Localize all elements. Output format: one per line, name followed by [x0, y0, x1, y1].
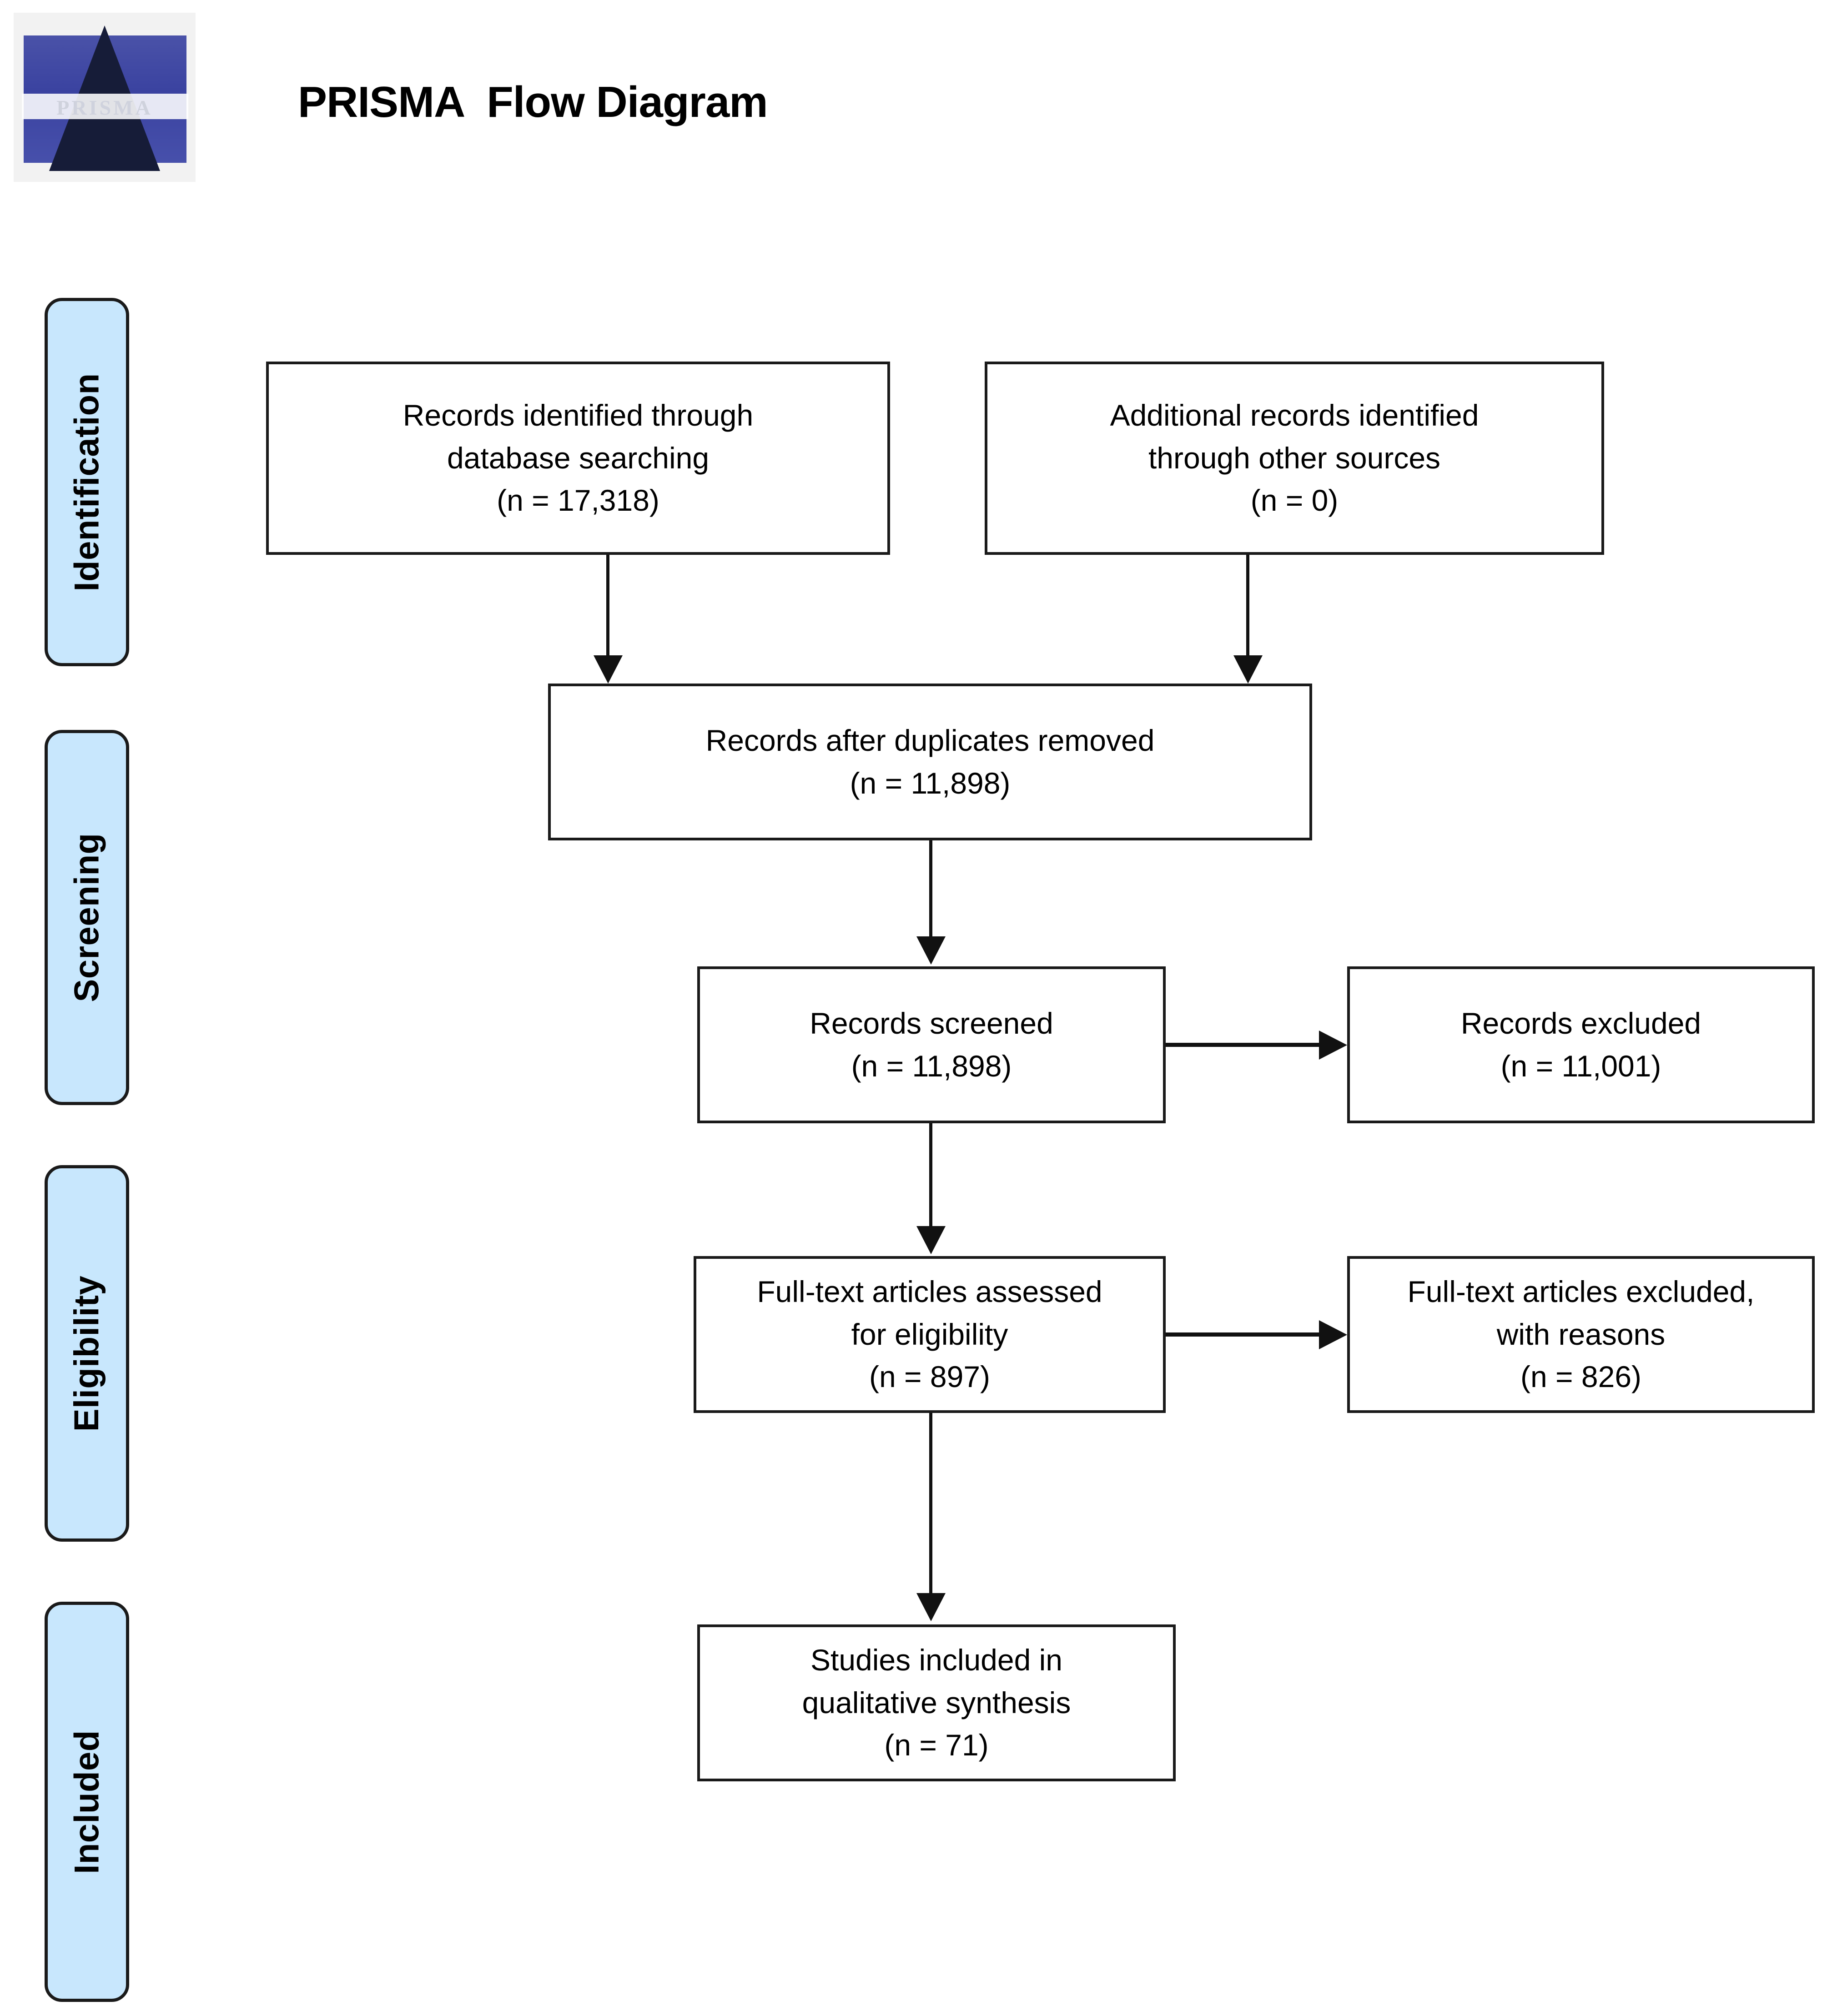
arrow-down-icon [1233, 655, 1263, 684]
logo-wordmark: PRISMA [56, 96, 153, 119]
box-text-line1: Records screened [810, 1006, 1053, 1040]
box-count: (n = 0) [1250, 483, 1339, 518]
flow-box-records-after-duplicates-removed: Records after duplicates removed (n = 11… [548, 684, 1312, 840]
connector-dedup-to-screened [929, 840, 932, 938]
flow-box-additional-records-other-sources: Additional records identified through ot… [985, 362, 1604, 555]
box-text-line2: for eligibility [851, 1317, 1008, 1351]
box-text-line1: Full-text articles excluded, [1407, 1274, 1755, 1308]
box-text-line1: Records after duplicates removed [705, 723, 1155, 757]
flow-box-fulltext-excluded-with-reasons: Full-text articles excluded, with reason… [1347, 1256, 1815, 1413]
connector-db-search-to-dedup [606, 555, 609, 657]
flow-box-fulltext-assessed-eligibility: Full-text articles assessed for eligibil… [694, 1256, 1166, 1413]
box-text-line1: Additional records identified [1110, 398, 1479, 432]
box-text-line1: Records identified through [403, 398, 754, 432]
arrow-down-icon [916, 936, 946, 965]
box-count: (n = 826) [1520, 1360, 1641, 1394]
box-text-line2: with reasons [1496, 1317, 1666, 1351]
flow-box-records-identified-database: Records identified through database sear… [266, 362, 890, 555]
page-title: PRISMA Flow Diagram [298, 78, 768, 126]
box-text-line1: Full-text articles assessed [757, 1274, 1102, 1308]
phase-label-eligibility: Eligibility [67, 1275, 106, 1432]
arrow-down-icon [916, 1593, 946, 1621]
connector-screened-to-fulltext [929, 1123, 932, 1228]
box-count: (n = 17,318) [497, 483, 659, 518]
phase-label-identification: Identification [67, 373, 106, 591]
box-text-line2: through other sources [1148, 441, 1441, 475]
arrow-right-icon [1319, 1031, 1347, 1060]
connector-screened-to-records-excluded [1166, 1043, 1320, 1047]
prisma-logo-icon: PRISMA [14, 13, 196, 182]
box-text-line1: Studies included in [810, 1643, 1063, 1677]
flow-box-studies-included-qualitative-synthesis: Studies included in qualitative synthesi… [697, 1624, 1176, 1781]
box-count: (n = 11,898) [851, 1049, 1012, 1083]
box-text-line2: database searching [447, 441, 710, 475]
phase-label-included: Included [67, 1729, 106, 1874]
phase-chip-identification: Identification [45, 298, 129, 666]
arrow-down-icon [916, 1226, 946, 1254]
arrow-right-icon [1319, 1320, 1347, 1349]
connector-fulltext-to-fulltext-excluded [1166, 1332, 1320, 1337]
arrow-down-icon [594, 655, 623, 684]
box-text-line1: Records excluded [1460, 1006, 1701, 1040]
box-count: (n = 897) [869, 1360, 990, 1394]
connector-fulltext-to-included [929, 1413, 932, 1595]
phase-chip-included: Included [45, 1602, 129, 2002]
box-text-line2: qualitative synthesis [802, 1685, 1071, 1719]
phase-chip-eligibility: Eligibility [45, 1165, 129, 1542]
connector-other-sources-to-dedup [1246, 555, 1249, 657]
phase-label-screening: Screening [67, 833, 106, 1002]
phase-chip-screening: Screening [45, 730, 129, 1105]
box-count: (n = 11,898) [850, 766, 1011, 800]
logo-white-band [22, 94, 188, 119]
box-count: (n = 11,001) [1500, 1049, 1661, 1083]
flow-box-records-screened: Records screened (n = 11,898) [697, 966, 1166, 1123]
box-count: (n = 71) [884, 1728, 989, 1762]
flow-box-records-excluded: Records excluded (n = 11,001) [1347, 966, 1815, 1123]
